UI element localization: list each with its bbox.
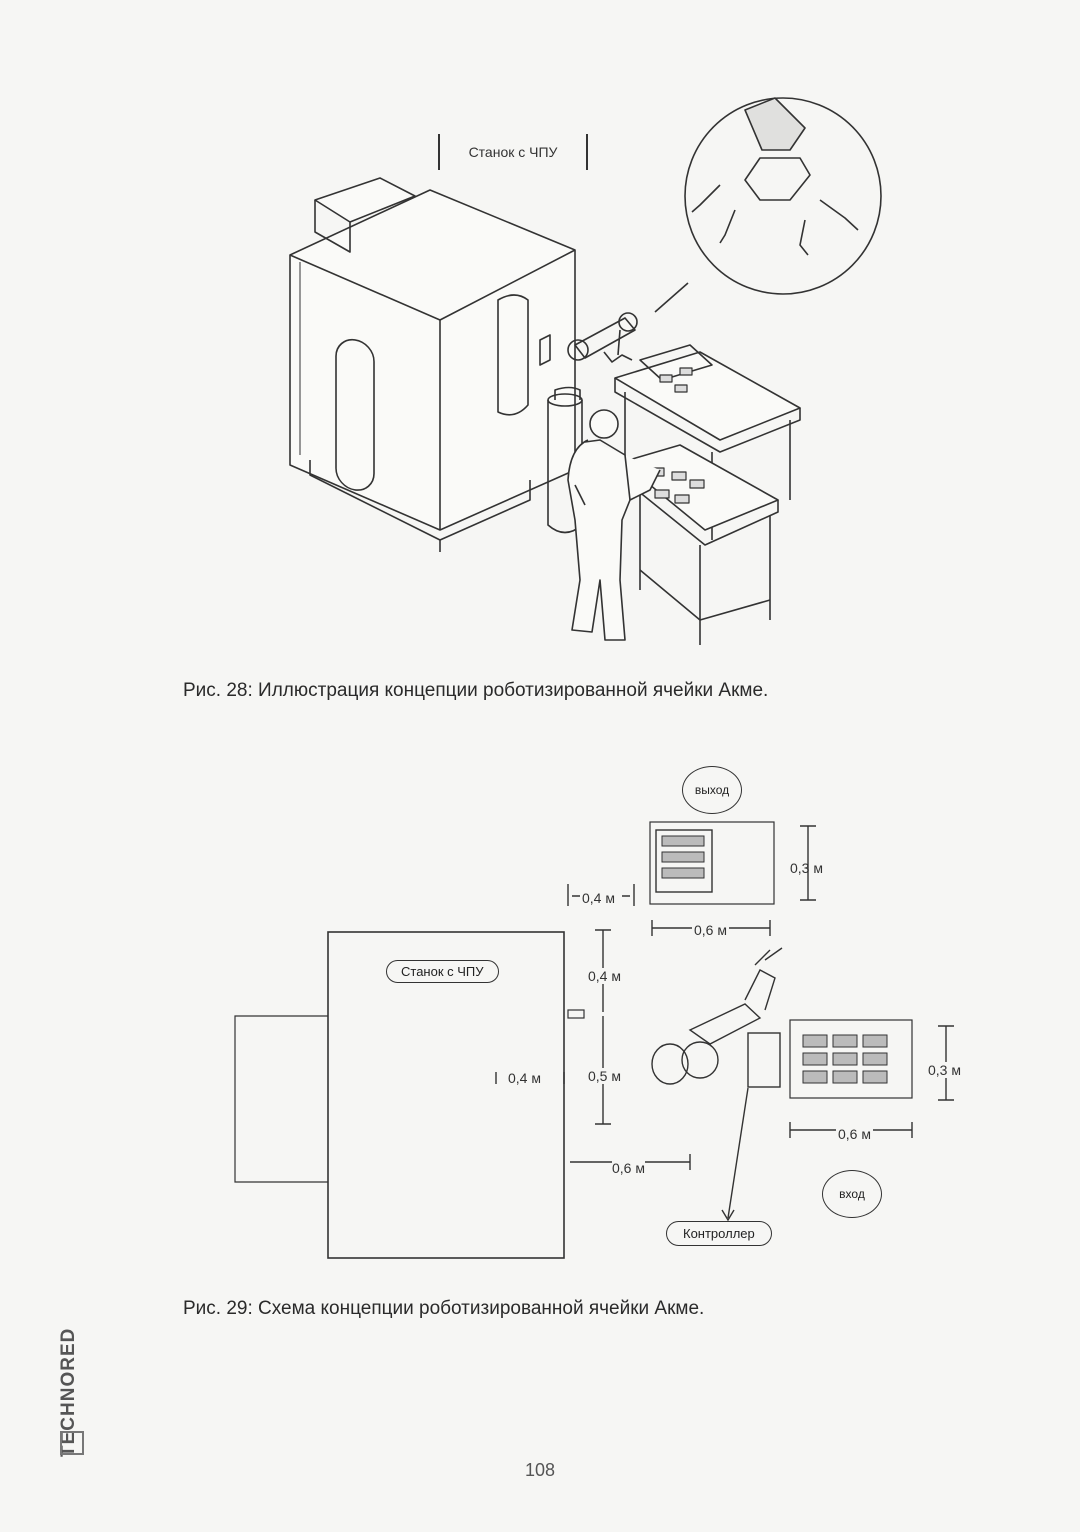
brand-icon (60, 1431, 84, 1455)
machine-label-fig28: Станок с ЧПУ (438, 134, 588, 170)
dim-vertical-lower: 0,5 м (588, 1068, 621, 1084)
dim-exit-gap: 0,4 м (582, 890, 615, 906)
dim-entry-height: 0,3 м (928, 1062, 961, 1078)
figure-29-caption: Рис. 29: Схема концепции роботизированно… (183, 1298, 705, 1319)
brand-logo: TECHNORED (56, 1303, 86, 1463)
dim-exit-height: 0,3 м (790, 860, 823, 876)
controller-label: Контроллер (666, 1221, 772, 1246)
figure-29-schematic (234, 821, 954, 1259)
exit-label: выход (682, 766, 742, 814)
dim-left-gap: 0,4 м (508, 1070, 541, 1086)
entry-label: вход (822, 1170, 882, 1218)
dim-bottom-gap: 0,6 м (612, 1160, 645, 1176)
machine-label-text: Станок с ЧПУ (468, 144, 558, 160)
page-number: 108 (525, 1460, 556, 1480)
dim-entry-width: 0,6 м (836, 1126, 873, 1142)
dim-vertical-upper: 0,4 м (588, 968, 621, 984)
machine-label-fig29: Станок с ЧПУ (386, 960, 499, 983)
dim-exit-width: 0,6 м (692, 922, 729, 938)
figure-28-illustration (289, 97, 882, 645)
figure-28-caption: Рис. 28: Иллюстрация концепции роботизир… (183, 680, 769, 701)
